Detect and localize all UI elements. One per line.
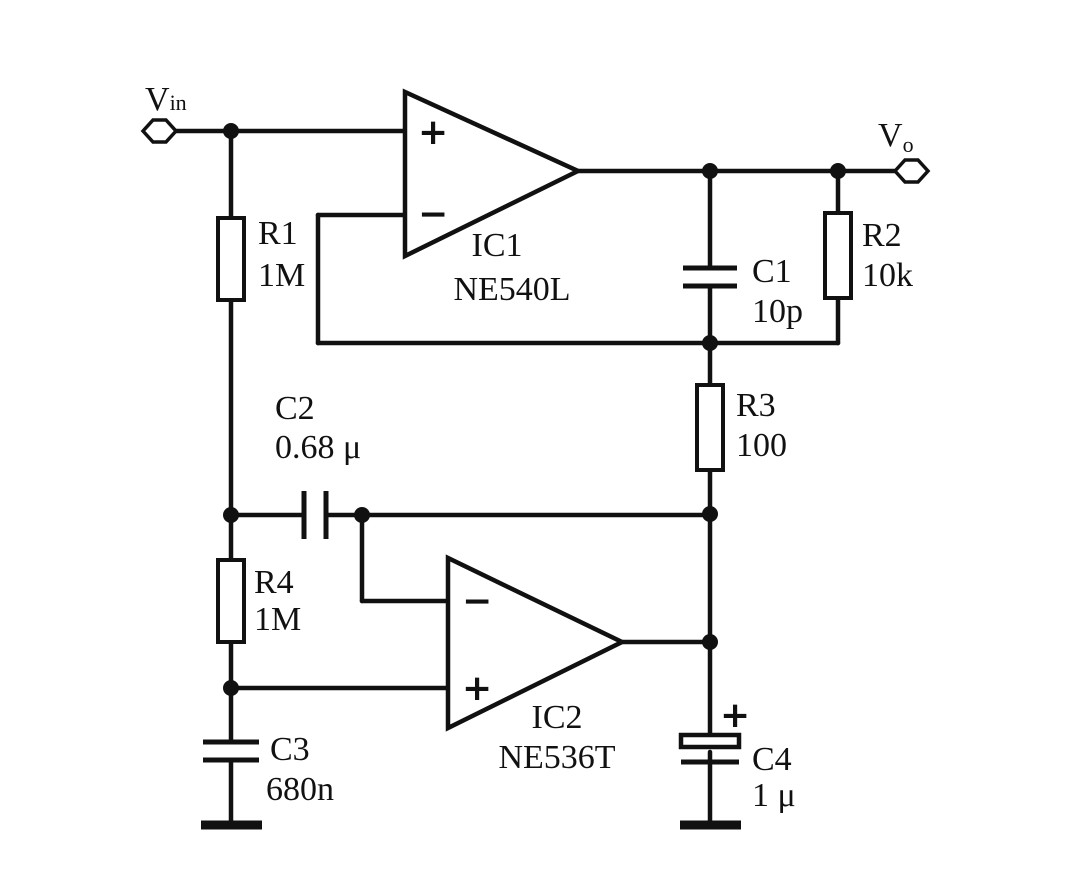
r1-value: 1M [258, 257, 305, 294]
r4-value: 1M [254, 601, 301, 638]
vo-terminal [892, 158, 931, 184]
junction-out-c1 [702, 163, 718, 179]
r1-resistor [216, 216, 246, 302]
ic1-opamp [402, 88, 584, 260]
ic1-ref: IC1 [472, 227, 523, 264]
junctions [223, 123, 846, 696]
r2-value: 10k [862, 257, 913, 294]
c3-value: 680n [266, 771, 334, 808]
ic2-part: NE536T [498, 739, 615, 776]
ic2-plus-sign: + [462, 668, 492, 709]
junction-r4-c3 [223, 680, 239, 696]
c4-capacitor [678, 732, 742, 765]
c1-capacitor [683, 265, 737, 289]
junction-vin [223, 123, 239, 139]
c1-ref: C1 [752, 253, 792, 290]
r2-resistor [823, 211, 853, 300]
r1-ref: R1 [258, 215, 298, 252]
ic2-ref: IC2 [532, 699, 583, 736]
junction-c2-left [223, 507, 239, 523]
vo-label: Vo [878, 117, 914, 157]
ic1-part: NE540L [453, 271, 570, 308]
c4-value: 1 μ [752, 777, 796, 814]
c4-ref: C4 [752, 741, 792, 778]
junction-r3-bottom [702, 506, 718, 522]
r2-ref: R2 [862, 217, 902, 254]
c2-ref: C2 [275, 390, 315, 427]
junction-out-r2 [830, 163, 846, 179]
junction-feedback [702, 335, 718, 351]
ic2-minus-sign: − [462, 581, 492, 622]
vin-label: Vin [145, 81, 187, 118]
wires [167, 128, 898, 828]
ic1-plus-sign: + [418, 112, 448, 153]
r3-resistor [695, 383, 725, 472]
junction-ic2-out [702, 634, 718, 650]
c3-capacitor [203, 739, 259, 763]
c4-polarity-sign: + [720, 695, 750, 736]
r4-resistor [216, 558, 246, 644]
c1-value: 10p [752, 293, 803, 330]
ic2-opamp [445, 554, 628, 732]
vin-terminal [140, 118, 179, 144]
r3-value: 100 [736, 427, 787, 464]
ic1-minus-sign: − [418, 194, 448, 235]
c2-capacitor [301, 491, 329, 539]
r3-ref: R3 [736, 387, 776, 424]
r4-ref: R4 [254, 564, 294, 601]
junction-c2-right [354, 507, 370, 523]
c3-ref: C3 [270, 731, 310, 768]
c2-value: 0.68 μ [275, 429, 361, 466]
